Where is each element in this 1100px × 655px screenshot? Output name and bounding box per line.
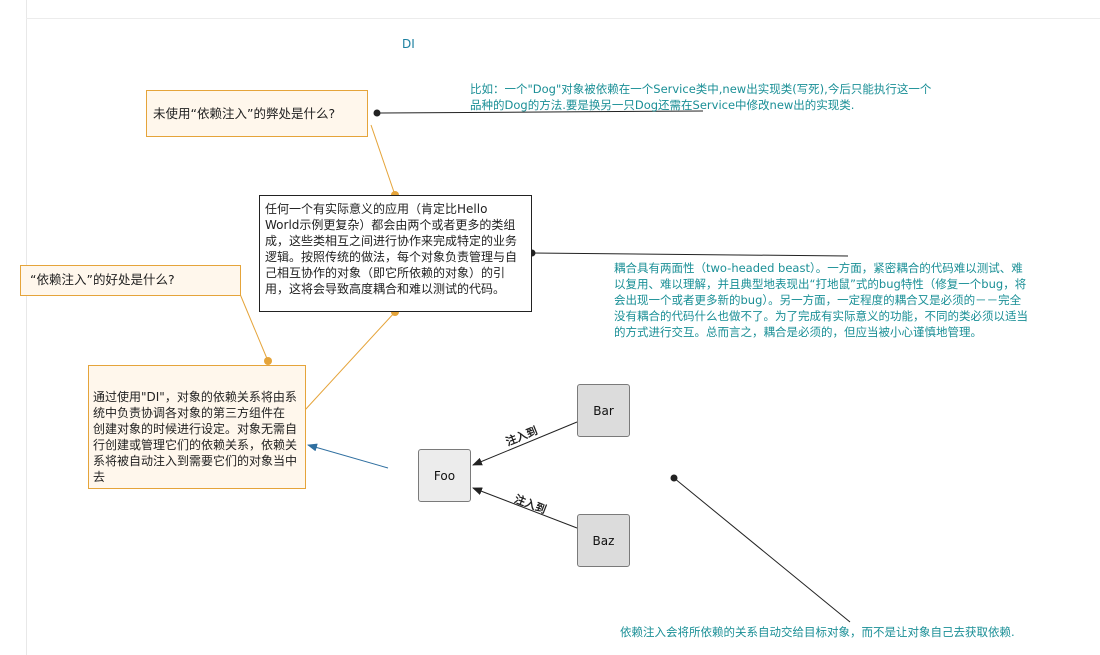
link-question-to-center — [370, 124, 396, 196]
arrow-baz-to-foo — [472, 487, 578, 529]
link-dot — [264, 357, 272, 365]
bar-node[interactable]: Bar — [577, 384, 630, 437]
bottom-note: 依赖注入会将所依赖的关系自动交给目标对象，而不是让对象自己去获取依赖. — [620, 624, 1090, 640]
coupling-note: 耦合具有两面性（two-headed beast）。一方面，紧密耦合的代码难以测… — [614, 260, 1030, 340]
baz-node[interactable]: Baz — [577, 514, 630, 567]
coupling-explanation-node[interactable]: 任何一个有实际意义的应用（肯定比Hello World示例更复杂）都会由两个或者… — [259, 195, 532, 312]
arrow-to-di-box — [307, 443, 389, 469]
connector-dot — [670, 474, 678, 482]
bottom-note-text: 依赖注入会将所依赖的关系自动交给目标对象，而不是让对象自己去获取依赖. — [620, 625, 1015, 639]
connector-coupling-note — [531, 252, 849, 257]
coupling-note-text: 耦合具有两面性（two-headed beast）。一方面，紧密耦合的代码难以测… — [614, 261, 1028, 339]
connector-example-note — [376, 110, 704, 114]
link-benefit-to-di — [239, 293, 269, 362]
connector-dot — [373, 109, 381, 117]
di-explanation-node[interactable]: 通过使用"DI"，对象的依赖关系将由系统中负责协调各对象的第三方组件在 创建对象… — [88, 365, 306, 489]
coupling-explanation-text: 任何一个有实际意义的应用（肯定比Hello World示例更复杂）都会由两个或者… — [265, 202, 518, 296]
drawbacks-question-text: 未使用“依赖注入”的弊处是什么? — [153, 106, 336, 121]
bar-label: Bar — [593, 403, 614, 418]
page-margin-line — [26, 0, 27, 655]
di-explanation-text: 通过使用"DI"，对象的依赖关系将由系统中负责协调各对象的第三方组件在 创建对象… — [93, 390, 298, 484]
drawbacks-question-node[interactable]: 未使用“依赖注入”的弊处是什么? — [146, 90, 368, 137]
benefits-question-text: “依赖注入”的好处是什么? — [30, 272, 175, 287]
benefits-question-node[interactable]: “依赖注入”的好处是什么? — [20, 265, 241, 296]
arrow-bar-to-foo — [472, 421, 578, 466]
example-note: 比如：一个"Dog"对象被依赖在一个Service类中,new出实现类(写死),… — [470, 81, 940, 113]
example-note-text: 比如：一个"Dog"对象被依赖在一个Service类中,new出实现类(写死),… — [470, 82, 932, 112]
foo-label: Foo — [433, 468, 456, 483]
connector-bottom-note — [673, 477, 851, 623]
foo-node[interactable]: Foo — [418, 449, 471, 502]
baz-label: Baz — [592, 533, 615, 548]
link-center-to-di — [304, 311, 396, 411]
diagram-title: DI — [402, 37, 415, 51]
page-header-line — [26, 18, 1100, 19]
